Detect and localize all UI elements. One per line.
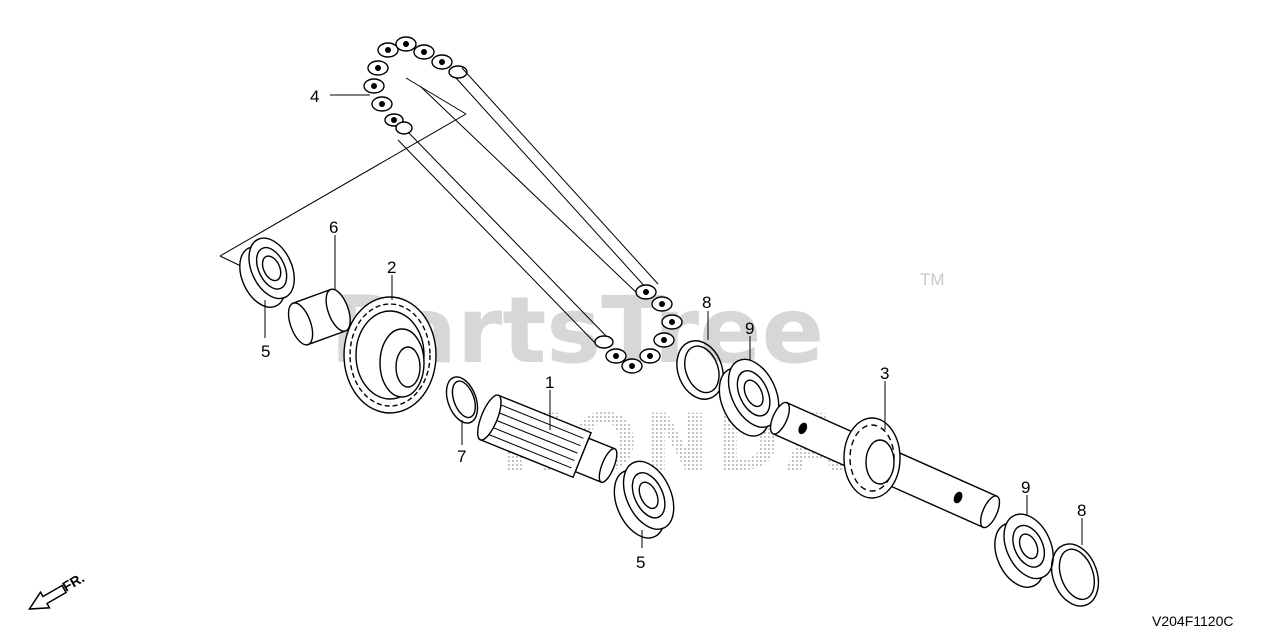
callout-7[interactable]: 7 xyxy=(457,447,466,466)
output-shaft[interactable] xyxy=(767,400,1004,530)
bearing-middle[interactable] xyxy=(708,351,791,444)
callout-9-right[interactable]: 9 xyxy=(1021,478,1030,497)
snap-ring-right[interactable] xyxy=(1043,537,1106,612)
callout-1[interactable]: 1 xyxy=(545,373,554,392)
callout-9-middle[interactable]: 9 xyxy=(745,319,754,338)
countershaft[interactable] xyxy=(473,392,623,490)
bearing-lower[interactable] xyxy=(603,453,686,546)
large-sprocket[interactable] xyxy=(343,296,437,414)
callout-5-lower[interactable]: 5 xyxy=(636,553,645,572)
callout-8-middle[interactable]: 8 xyxy=(702,293,711,312)
collar[interactable] xyxy=(284,286,355,348)
callout-2[interactable]: 2 xyxy=(387,258,396,277)
trademark-mark: TM xyxy=(920,270,945,289)
front-direction-arrow-icon xyxy=(27,584,68,610)
bearing-left[interactable] xyxy=(229,231,305,315)
callout-8-right[interactable]: 8 xyxy=(1077,501,1086,520)
callout-5-upper[interactable]: 5 xyxy=(261,342,270,361)
drive-chain[interactable] xyxy=(363,36,683,374)
bearing-right[interactable] xyxy=(983,506,1064,595)
diagram-code: V204F1120C xyxy=(1152,613,1233,629)
snap-ring-middle[interactable] xyxy=(669,334,731,405)
chain-lower-links xyxy=(594,284,683,374)
chain-upper-links xyxy=(363,36,468,135)
snap-ring-left[interactable] xyxy=(441,373,484,428)
group-bracket-line xyxy=(405,77,467,115)
callout-3[interactable]: 3 xyxy=(880,364,889,383)
leader-lines xyxy=(264,94,1083,548)
callout-4[interactable]: 4 xyxy=(310,87,319,106)
group-bracket-line xyxy=(219,113,467,257)
callout-6[interactable]: 6 xyxy=(329,218,338,237)
